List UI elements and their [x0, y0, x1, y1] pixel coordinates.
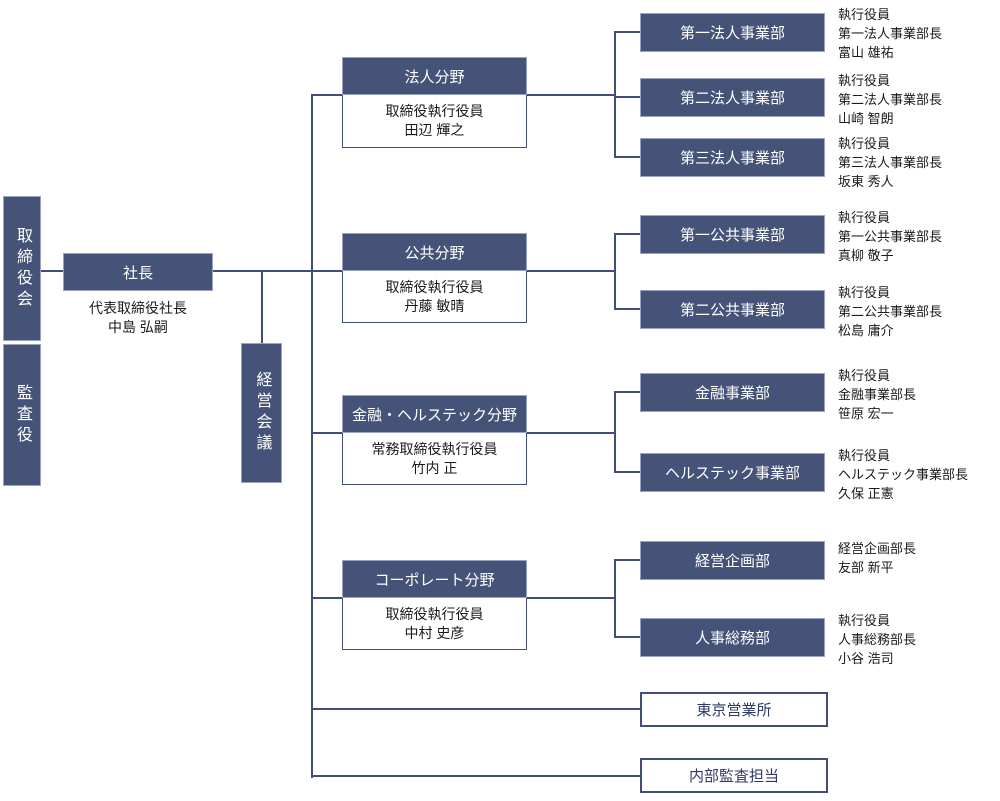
staff-label: 執行役員 第一法人事業部長 富山 雄祐 [838, 7, 943, 60]
dept-box-kinyu: 金融事業部 [640, 373, 825, 412]
connector-corp-right [527, 597, 615, 599]
auditor-box: 監査役 [3, 344, 41, 486]
staff-label: 執行役員 人事総務部長 小谷 浩司 [838, 613, 917, 666]
division-header: 公共分野 [342, 233, 527, 271]
division-header: 法人分野 [342, 57, 527, 95]
staff-label: 執行役員 第二法人事業部長 山崎 智朗 [838, 73, 943, 126]
staff-label: 経営企画部長 友部 新平 [838, 541, 917, 575]
connector-branch-tokyo [311, 708, 640, 710]
staff-label: 執行役員 第一公共事業部長 真柳 敬子 [838, 210, 943, 263]
connector-stub [614, 156, 640, 158]
connector-stub [614, 96, 640, 98]
division-head: 取締役執行役員 田辺 輝之 [342, 95, 527, 148]
connector-stub [614, 471, 640, 473]
connector-stub [614, 391, 640, 393]
president-box: 社長 [63, 253, 213, 291]
dept-box-dai2-hojin: 第二法人事業部 [640, 78, 825, 117]
dept-box-jinji-somu: 人事総務部 [640, 618, 825, 657]
division-header: コーポレート分野 [342, 560, 527, 598]
connector-branch-hojin [311, 94, 342, 96]
staff-label: 執行役員 金融事業部長 笹原 宏一 [838, 368, 917, 421]
connector-branch-kinyu [311, 432, 342, 434]
division-kinyu-healthtech: 金融・ヘルステック分野 常務取締役執行役員 竹内 正 [342, 395, 527, 485]
connector-board-president [41, 270, 63, 272]
board-of-directors-box: 取締役会 [3, 196, 41, 341]
tokyo-office-box: 東京営業所 [640, 692, 828, 727]
connector-president-main [213, 270, 342, 272]
division-head: 取締役執行役員 丹藤 敏晴 [342, 271, 527, 323]
staff-label: 執行役員 第三法人事業部長 坂東 秀人 [838, 136, 943, 189]
connector-meeting-stub [261, 271, 263, 343]
connector-stub [614, 308, 640, 310]
staff-label: 執行役員 ヘルステック事業部長 久保 正憲 [838, 448, 969, 501]
connector-trunk [311, 94, 313, 778]
division-head: 取締役執行役員 中村 史彦 [342, 598, 527, 650]
dept-box-healthtech: ヘルステック事業部 [640, 453, 825, 492]
connector-kinyu-right [527, 432, 615, 434]
staff-label: 執行役員 第二公共事業部長 松島 庸介 [838, 285, 943, 338]
dept-box-dai2-kokyo: 第二公共事業部 [640, 290, 825, 329]
division-kokyo: 公共分野 取締役執行役員 丹藤 敏晴 [342, 233, 527, 323]
connector-stub [614, 233, 640, 235]
connector-stub [614, 559, 640, 561]
connector-branch-naibu [311, 775, 640, 777]
connector-kokyo-vert [614, 233, 616, 310]
internal-audit-box: 内部監査担当 [640, 758, 828, 793]
connector-stub [614, 636, 640, 638]
connector-kokyo-right [527, 270, 615, 272]
division-head: 常務取締役執行役員 竹内 正 [342, 433, 527, 485]
division-header: 金融・ヘルステック分野 [342, 395, 527, 433]
connector-hojin-vert [614, 31, 616, 158]
management-meeting-box: 経営会議 [241, 343, 282, 483]
connector-branch-corporate [311, 597, 342, 599]
connector-hojin-right [527, 94, 615, 96]
dept-box-dai1-kokyo: 第一公共事業部 [640, 215, 825, 254]
connector-corp-vert [614, 559, 616, 638]
division-hojin: 法人分野 取締役執行役員 田辺 輝之 [342, 57, 527, 148]
president-name: 代表取締役社長 中島 弘嗣 [89, 300, 187, 335]
connector-kinyu-vert [614, 391, 616, 473]
connector-stub [614, 31, 640, 33]
dept-box-keiei-kikaku: 経営企画部 [640, 541, 825, 580]
dept-box-dai1-hojin: 第一法人事業部 [640, 13, 825, 52]
division-corporate: コーポレート分野 取締役執行役員 中村 史彦 [342, 560, 527, 650]
dept-box-dai3-hojin: 第三法人事業部 [640, 138, 825, 177]
